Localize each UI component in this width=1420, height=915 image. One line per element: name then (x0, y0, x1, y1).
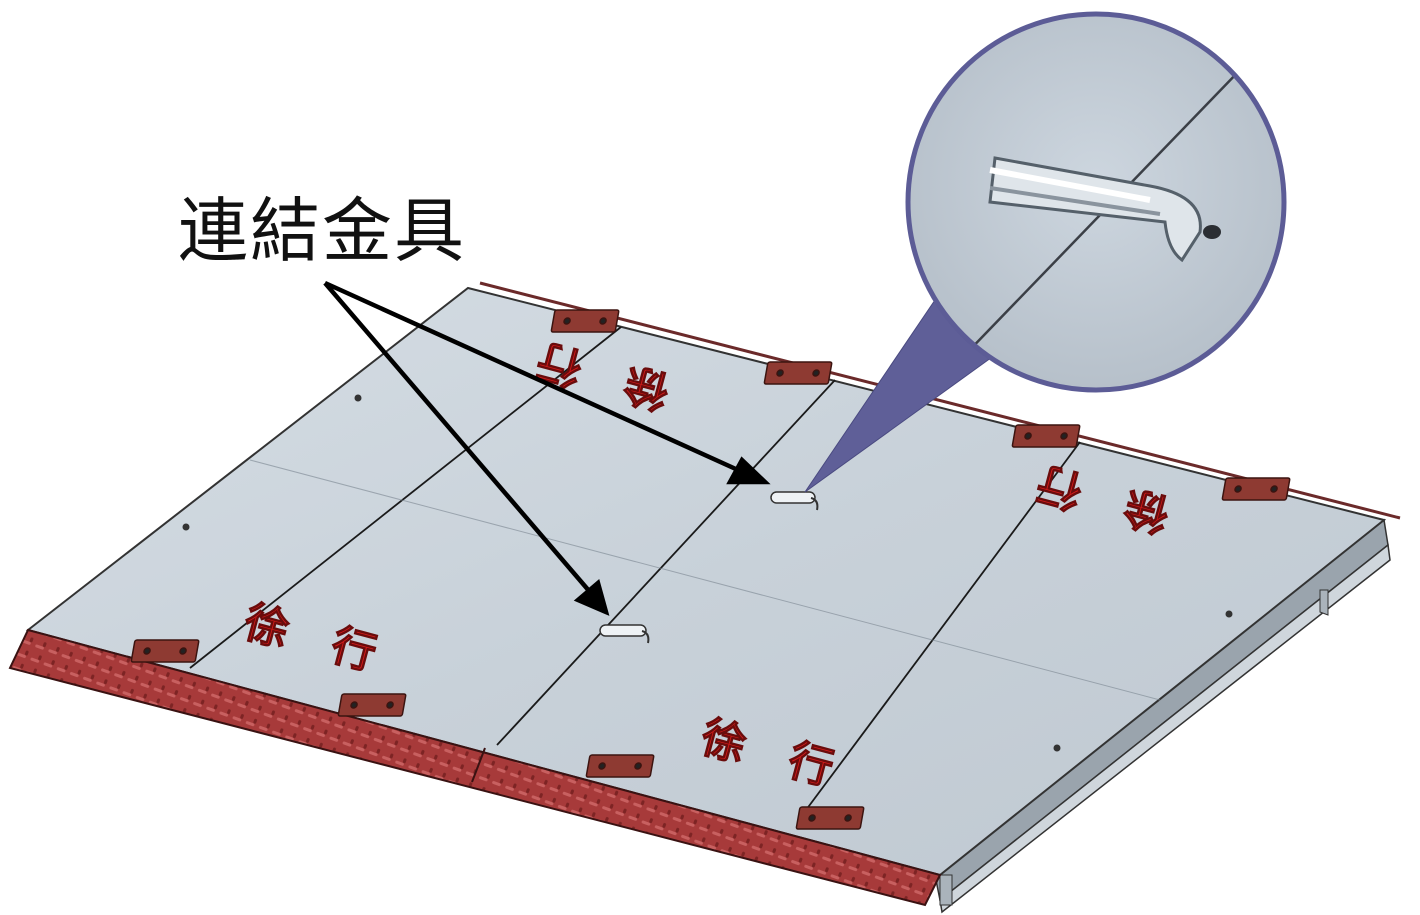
zoomed-connector-clip (988, 156, 1221, 263)
connector-clip (770, 491, 819, 511)
magnified-detail (905, 11, 1287, 393)
hinge (1011, 424, 1081, 448)
hinge (337, 693, 407, 717)
ramp-deck (25, 286, 1387, 877)
mid-seam (249, 459, 1161, 701)
arrow-to-rear-connector (324, 280, 739, 473)
arrow-to-front-connector (323, 281, 592, 594)
sign-slow-front-right: 徐 行 (694, 711, 839, 796)
connector-hardware (599, 491, 819, 644)
hinge (585, 754, 655, 778)
front-checker-plate (8, 628, 942, 907)
callout-label-connector-hardware: 連結金具 (178, 190, 466, 272)
hinge (1221, 477, 1291, 501)
hinge (550, 309, 620, 333)
hinges (130, 309, 1291, 830)
hinge (130, 639, 200, 663)
hinge (763, 361, 833, 385)
arrow-head (573, 579, 610, 616)
arrow-head (726, 456, 771, 485)
bolt-holes (182, 394, 1233, 752)
callout-arrows (323, 280, 771, 616)
hinge (795, 806, 865, 830)
connector-clip (599, 624, 650, 644)
